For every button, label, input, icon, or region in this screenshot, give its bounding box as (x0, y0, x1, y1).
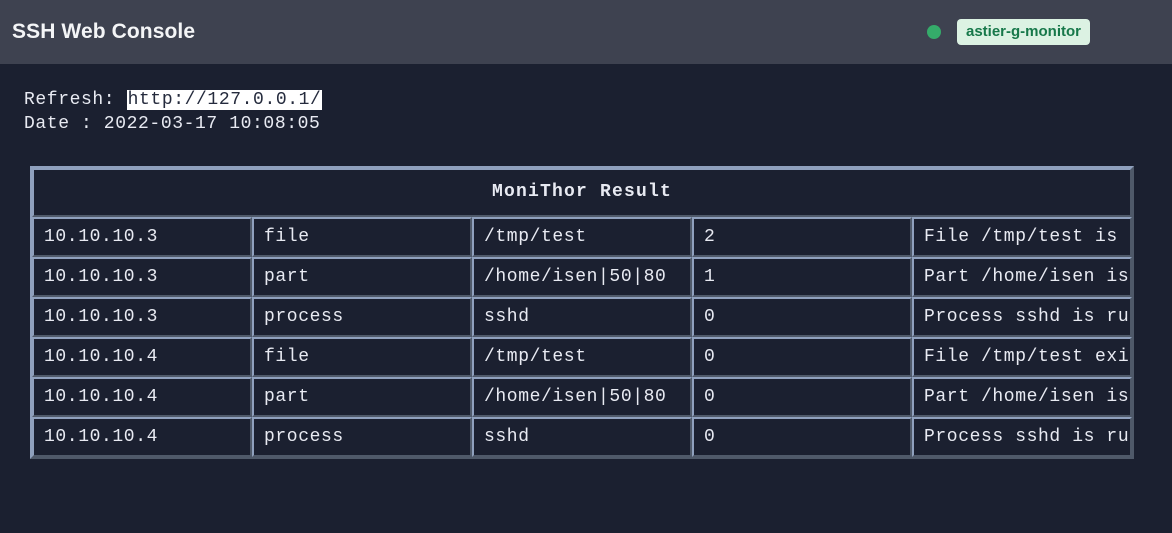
refresh-line: Refresh: http://127.0.0.1/ (24, 88, 1172, 112)
cell-message: Part /home/isen is under 50% : 1 (912, 377, 1132, 417)
cell-host: 10.10.10.4 (32, 377, 252, 417)
cell-host: 10.10.10.4 (32, 337, 252, 377)
cell-host: 10.10.10.3 (32, 257, 252, 297)
cell-type: part (252, 257, 472, 297)
cell-message: Process sshd is running (912, 417, 1132, 457)
table-caption-row: MoniThor Result (32, 168, 1132, 217)
cell-target: /home/isen|50|80 (472, 377, 692, 417)
cell-target: /tmp/test (472, 217, 692, 257)
cell-message: Part /home/isen is between 50% and 80% :… (912, 257, 1132, 297)
info-block: Refresh: http://127.0.0.1/ Date : 2022-0… (0, 64, 1172, 136)
cell-code: 0 (692, 417, 912, 457)
refresh-url-link[interactable]: http://127.0.0.1/ (126, 90, 323, 110)
refresh-label: Refresh: (24, 90, 127, 110)
cell-code: 2 (692, 217, 912, 257)
cell-host: 10.10.10.3 (32, 217, 252, 257)
cell-target: sshd (472, 417, 692, 457)
cell-host: 10.10.10.3 (32, 297, 252, 337)
cell-host: 10.10.10.4 (32, 417, 252, 457)
cell-type: file (252, 337, 472, 377)
table-caption: MoniThor Result (32, 168, 1132, 217)
cell-code: 0 (692, 337, 912, 377)
date-line: Date : 2022-03-17 10:08:05 (24, 114, 321, 134)
cell-type: process (252, 417, 472, 457)
cell-message: File /tmp/test exist (912, 337, 1132, 377)
page-title: SSH Web Console (12, 20, 196, 43)
cell-code: 0 (692, 297, 912, 337)
app-header: SSH Web Console astier-g-monitor (0, 0, 1172, 64)
cell-type: part (252, 377, 472, 417)
cell-target: /tmp/test (472, 337, 692, 377)
cell-type: process (252, 297, 472, 337)
cell-target: sshd (472, 297, 692, 337)
cell-message: Process sshd is running (912, 297, 1132, 337)
cell-target: /home/isen|50|80 (472, 257, 692, 297)
cell-type: file (252, 217, 472, 257)
cell-code: 1 (692, 257, 912, 297)
status-area: astier-g-monitor (926, 19, 1158, 45)
status-dot-icon (926, 25, 941, 39)
table-head: MoniThor Result (32, 168, 1132, 217)
host-badge: astier-g-monitor (956, 19, 1090, 45)
cell-message: File /tmp/test is NOT present (912, 217, 1132, 257)
cell-code: 0 (692, 377, 912, 417)
